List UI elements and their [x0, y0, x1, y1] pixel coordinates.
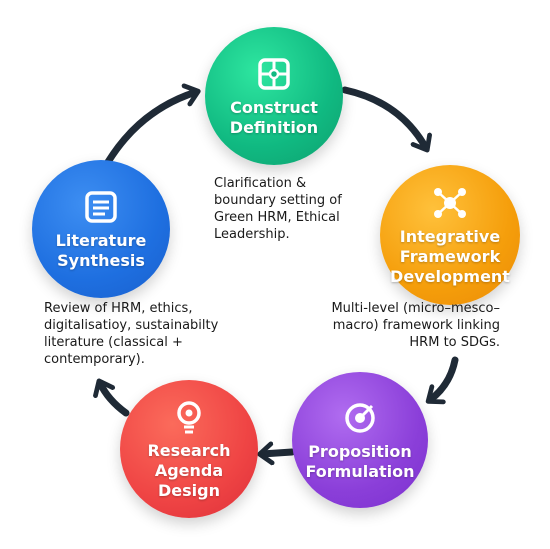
integrative-description: Multi-level (micro–mesco– macro) framewo…	[331, 301, 500, 350]
node-label: Construct Definition	[229, 98, 319, 137]
construct-description: Clarification & boundary setting of Gree…	[214, 176, 342, 242]
literature-description: Review of HRM, ethics, digitalisatioy, s…	[44, 301, 219, 367]
node-proposition-formulation: Proposition Formulation	[292, 372, 428, 508]
lightbulb-icon	[177, 401, 201, 434]
node-label: Integrative Framework Development	[390, 227, 510, 286]
node-research-agenda: Research Agenda Design	[120, 380, 258, 518]
network-icon	[434, 188, 466, 218]
arrow-proposition-to-research	[257, 441, 296, 466]
arrow-integrative-to-proposition	[425, 356, 459, 405]
node-label: Literature Synthesis	[55, 231, 147, 270]
node-label: Proposition Formulation	[305, 442, 415, 481]
arrow-research-to-literature	[93, 378, 130, 417]
arrow-construct-to-integrative	[341, 86, 432, 153]
document-icon	[85, 191, 117, 223]
puzzle-icon	[258, 58, 290, 90]
node-label: Research Agenda Design	[147, 441, 231, 500]
target-icon	[345, 403, 375, 433]
node-literature-synthesis: Literature Synthesis	[32, 160, 170, 298]
arrow-literature-to-construct	[104, 83, 201, 166]
node-construct-definition: Construct Definition	[205, 27, 343, 165]
node-integrative-framework: Integrative Framework Development	[380, 165, 520, 305]
